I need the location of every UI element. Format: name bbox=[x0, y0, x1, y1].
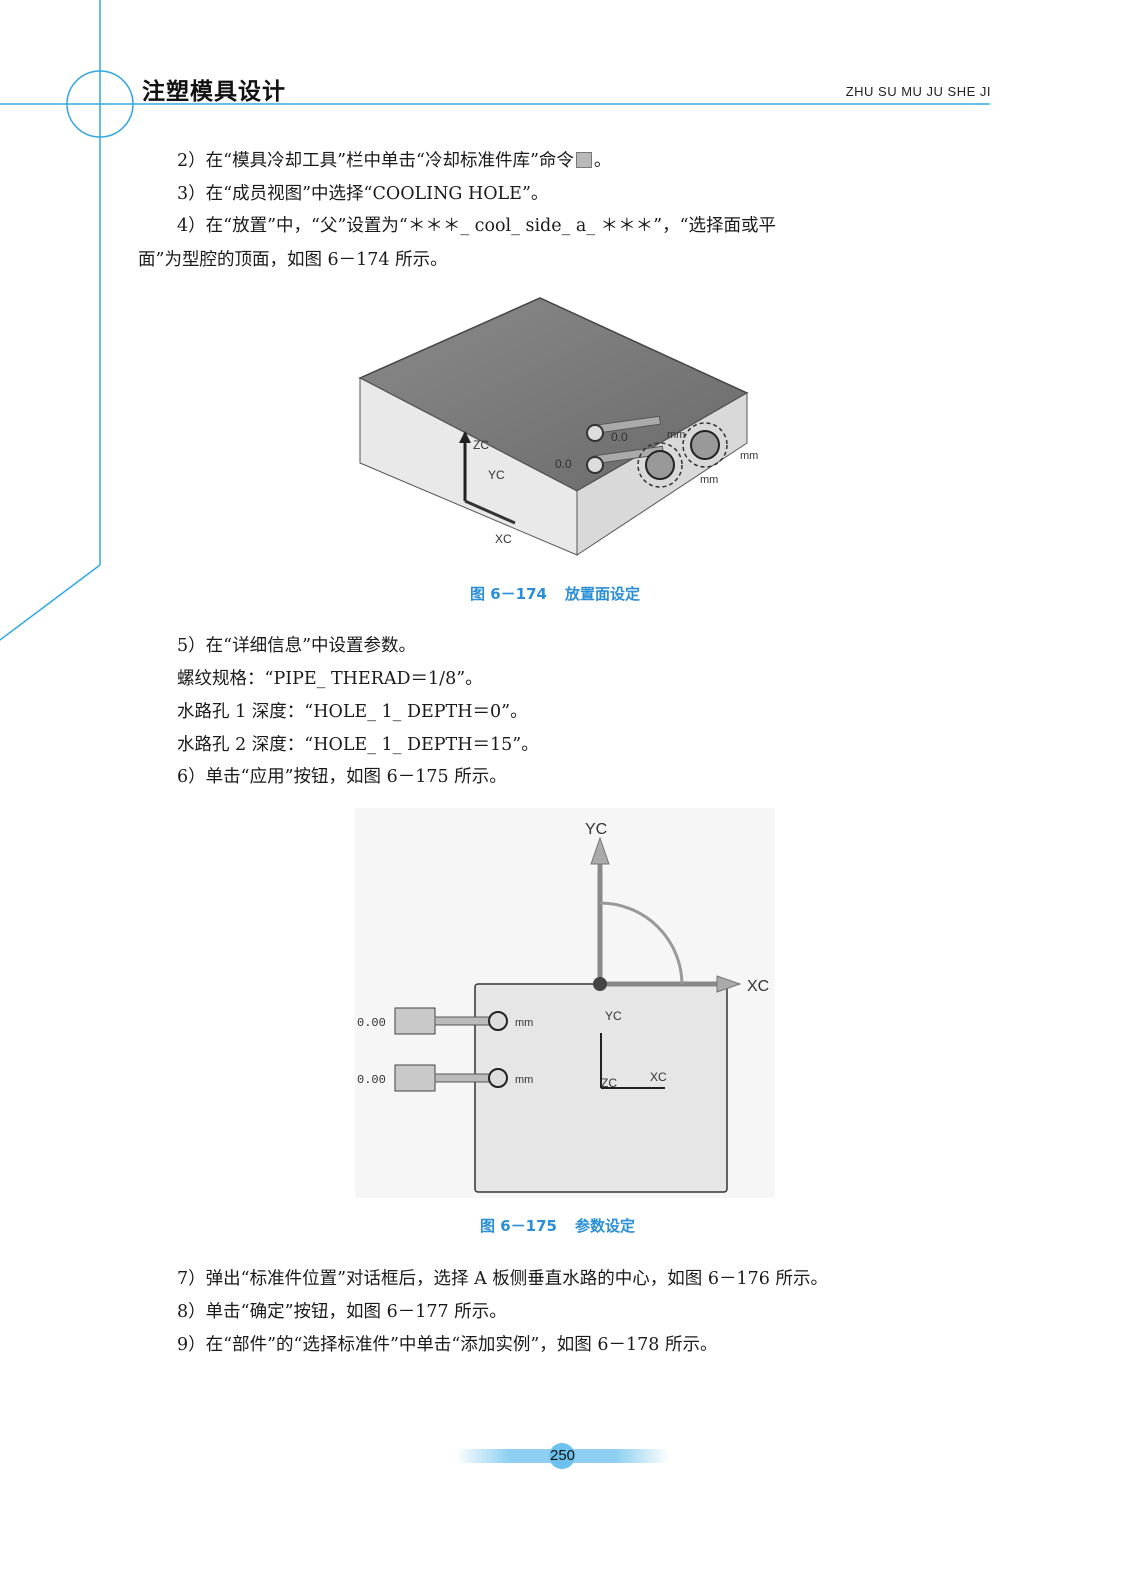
param-hole2-depth: 水路孔 2 深度：“HOLE_ 1_ DEPTH＝15”。 bbox=[177, 735, 539, 755]
figure-174-caption: 图 6－174 放置面设定 bbox=[470, 583, 640, 604]
page-number-badge: 250 bbox=[455, 1443, 670, 1469]
book-title-pinyin: ZHU SU MU JU SHE JI bbox=[845, 84, 991, 99]
zc-label: ZC bbox=[473, 438, 489, 452]
yc-axis-label: YC bbox=[585, 821, 607, 838]
step-2-text: 2）在“模具冷却工具”栏中单击“冷却标准件库”命令 bbox=[177, 151, 574, 171]
param-hole1-depth: 水路孔 1 深度：“HOLE_ 1_ DEPTH＝0”。 bbox=[177, 702, 528, 722]
yc-label: YC bbox=[488, 468, 505, 482]
step-9: 9）在“部件”的“选择标准件”中单击“添加实例”，如图 6－178 所示。 bbox=[177, 1335, 718, 1355]
xc-axis-label: XC bbox=[747, 978, 769, 995]
yc-inner-label: YC bbox=[605, 1009, 622, 1023]
step-6: 6）单击“应用”按钮，如图 6－175 所示。 bbox=[177, 767, 507, 787]
step-7: 7）弹出“标准件位置”对话框后，选择 A 板侧垂直水路的中心，如图 6－176 … bbox=[177, 1269, 828, 1289]
figure-175-caption: 图 6－175 参数设定 bbox=[480, 1215, 635, 1236]
step-2-end: 。 bbox=[593, 151, 612, 171]
step-3: 3）在“成员视图”中选择“COOLING HOLE”。 bbox=[177, 184, 549, 204]
page-number: 250 bbox=[549, 1447, 576, 1464]
figure-175-number: 图 6－175 bbox=[480, 1217, 557, 1235]
book-title: 注塑模具设计 bbox=[142, 79, 286, 105]
unit-label-2: mm bbox=[700, 474, 718, 486]
xc-label: XC bbox=[495, 532, 512, 546]
figure-175-image: YC XC YC XC ZC 0.00 0.00 mm mm bbox=[355, 808, 775, 1198]
unit-label-lower: mm bbox=[515, 1074, 533, 1086]
dim-label-upper: 0.00 bbox=[357, 1016, 386, 1030]
zc-inner-label: ZC bbox=[601, 1076, 617, 1090]
figure-174-number: 图 6－174 bbox=[470, 585, 547, 603]
unit-label-upper: mm bbox=[515, 1017, 533, 1029]
cooling-library-icon bbox=[575, 152, 592, 168]
dim-label-1: 0.0 bbox=[611, 430, 628, 444]
step-4-line1: 4）在“放置”中，“父”设置为“＊＊＊_ cool_ side_ a_ ＊＊＊”… bbox=[177, 216, 777, 236]
figure-174-title: 放置面设定 bbox=[564, 585, 640, 603]
step-8: 8）单击“确定”按钮，如图 6－177 所示。 bbox=[177, 1302, 507, 1322]
xc-inner-label: XC bbox=[650, 1070, 667, 1084]
unit-label-3: mm bbox=[740, 450, 758, 462]
step-5: 5）在“详细信息”中设置参数。 bbox=[177, 636, 417, 656]
param-thread: 螺纹规格：“PIPE_ THERAD＝1/8”。 bbox=[177, 669, 483, 689]
figure-174-image: ZC YC XC 0.0 0.0 mm mm mm bbox=[358, 297, 758, 556]
dim-label-2: 0.0 bbox=[555, 457, 572, 471]
figure-175-title: 参数设定 bbox=[574, 1217, 635, 1235]
unit-label-1: mm bbox=[667, 429, 685, 441]
dim-label-lower: 0.00 bbox=[357, 1073, 386, 1087]
page-number-ornament bbox=[455, 1443, 670, 1469]
step-2: 2）在“模具冷却工具”栏中单击“冷却标准件库”命令。 bbox=[177, 145, 611, 177]
step-4-line2: 面”为型腔的顶面，如图 6－174 所示。 bbox=[138, 250, 448, 270]
